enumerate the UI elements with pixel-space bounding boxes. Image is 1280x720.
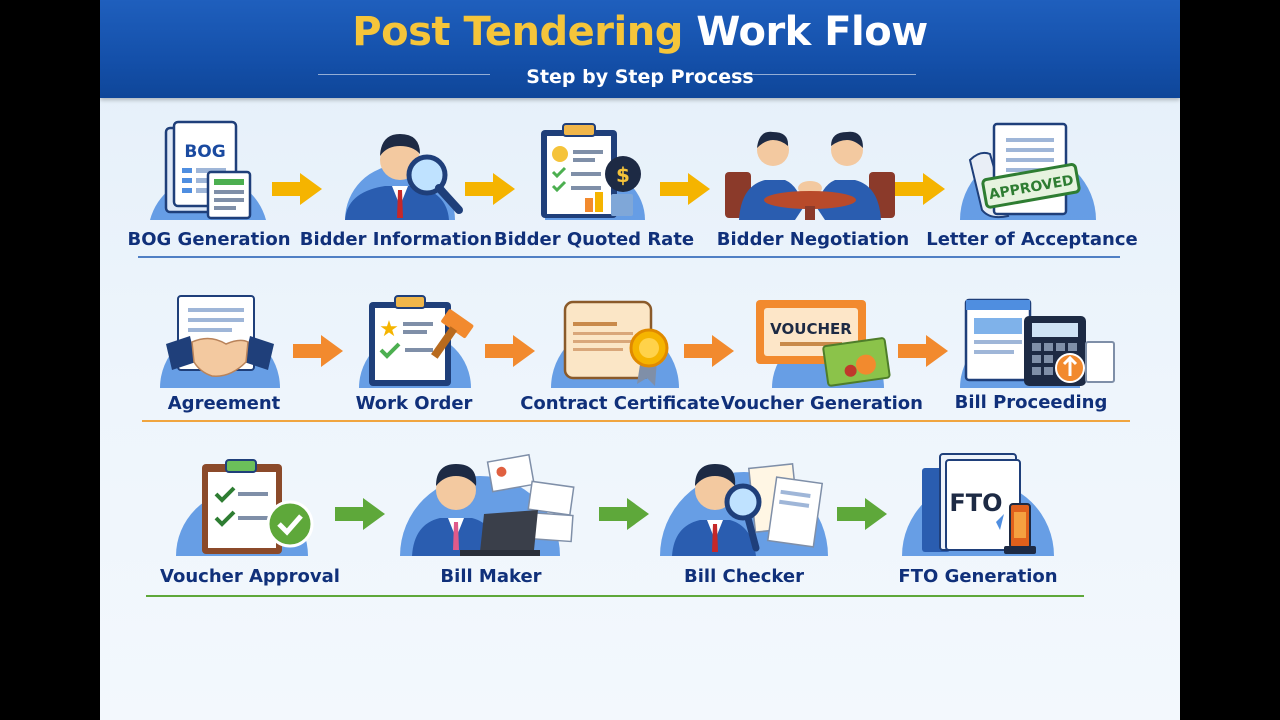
arrow-right-icon (335, 498, 385, 530)
step-bidder-information (325, 120, 475, 220)
row-3-underline (146, 595, 1084, 597)
subtitle-rule-right (740, 74, 916, 75)
meeting-icon (725, 131, 895, 220)
step-label-fto-generation: FTO Generation (898, 566, 1058, 587)
arrow-right-icon (465, 173, 515, 205)
laptop-person-icon (400, 453, 575, 556)
arrow-right-icon (684, 335, 734, 367)
step-bill-proceeding (960, 296, 1120, 388)
step-label-bog-generation: BOG Generation (127, 229, 291, 250)
step-bidder-negotiation (725, 120, 895, 220)
row-1-underline (138, 256, 1120, 258)
arrow-right-icon (272, 173, 322, 205)
step-label-bill-checker: Bill Checker (684, 566, 804, 587)
clipboard-hammer-icon: ★ (359, 295, 474, 388)
title-part-1: Post Tendering (352, 9, 683, 55)
svg-text:$: $ (616, 163, 630, 187)
voucher-icon-text: VOUCHER (770, 320, 852, 338)
step-letter-of-acceptance: APPROVED (960, 120, 1110, 220)
calculator-icon (960, 298, 1115, 388)
step-label-bidder-information: Bidder Information (299, 229, 493, 250)
step-label-contract-certificate: Contract Certificate (520, 393, 720, 414)
arrow-right-icon (485, 335, 535, 367)
checker-person-icon (660, 463, 828, 556)
step-bog-generation: BOG (138, 120, 278, 220)
step-voucher-generation: VOUCHER (750, 296, 900, 388)
fto-file-icon: FTO (902, 453, 1054, 556)
svg-text:★: ★ (379, 317, 399, 342)
step-label-letter-of-acceptance: Letter of Acceptance (926, 229, 1138, 250)
bog-icon-text: BOG (184, 142, 225, 162)
fto-icon-text: FTO (949, 489, 1002, 517)
slide: Post Tendering Work Flow Step by Step Pr… (100, 0, 1180, 720)
header-banner: Post Tendering Work Flow Step by Step Pr… (100, 0, 1180, 98)
step-label-work-order: Work Order (355, 393, 473, 414)
arrow-right-icon (837, 498, 887, 530)
clipboard-rate-icon: $ (541, 123, 645, 220)
step-label-bill-proceeding: Bill Proceeding (954, 392, 1108, 413)
step-contract-certificate (545, 298, 685, 388)
arrow-right-icon (599, 498, 649, 530)
step-label-voucher-approval: Voucher Approval (160, 566, 340, 587)
arrow-right-icon (293, 335, 343, 367)
approved-letter-icon: APPROVED (960, 122, 1096, 220)
arrow-right-icon (895, 173, 945, 205)
document-icon: BOG (150, 120, 266, 220)
handshake-icon (160, 295, 280, 388)
row-2-underline (142, 420, 1130, 422)
step-label-agreement: Agreement (167, 393, 281, 414)
step-label-bidder-negotiation: Bidder Negotiation (716, 229, 910, 250)
certificate-icon (551, 300, 679, 388)
voucher-icon: VOUCHER (756, 300, 891, 388)
step-label-bill-maker: Bill Maker (440, 566, 542, 587)
arrow-right-icon (660, 173, 710, 205)
step-bill-maker (400, 453, 590, 556)
step-bill-checker (660, 452, 830, 556)
step-fto-generation: FTO (900, 450, 1060, 556)
subtitle-rule-left (318, 74, 490, 75)
step-work-order: ★ (355, 292, 485, 388)
magnifier-person-icon (345, 134, 463, 220)
title-part-2: Work Flow (696, 9, 928, 55)
step-label-voucher-generation: Voucher Generation (721, 393, 923, 414)
arrow-right-icon (898, 335, 948, 367)
step-agreement (160, 292, 290, 388)
step-label-bidder-quoted-rate: Bidder Quoted Rate (493, 229, 695, 250)
page-subtitle: Step by Step Process (526, 66, 754, 88)
step-bidder-quoted-rate: $ (525, 120, 665, 220)
step-voucher-approval (170, 458, 320, 556)
page-title: Post Tendering Work Flow (100, 10, 1180, 54)
checklist-icon (176, 459, 314, 556)
